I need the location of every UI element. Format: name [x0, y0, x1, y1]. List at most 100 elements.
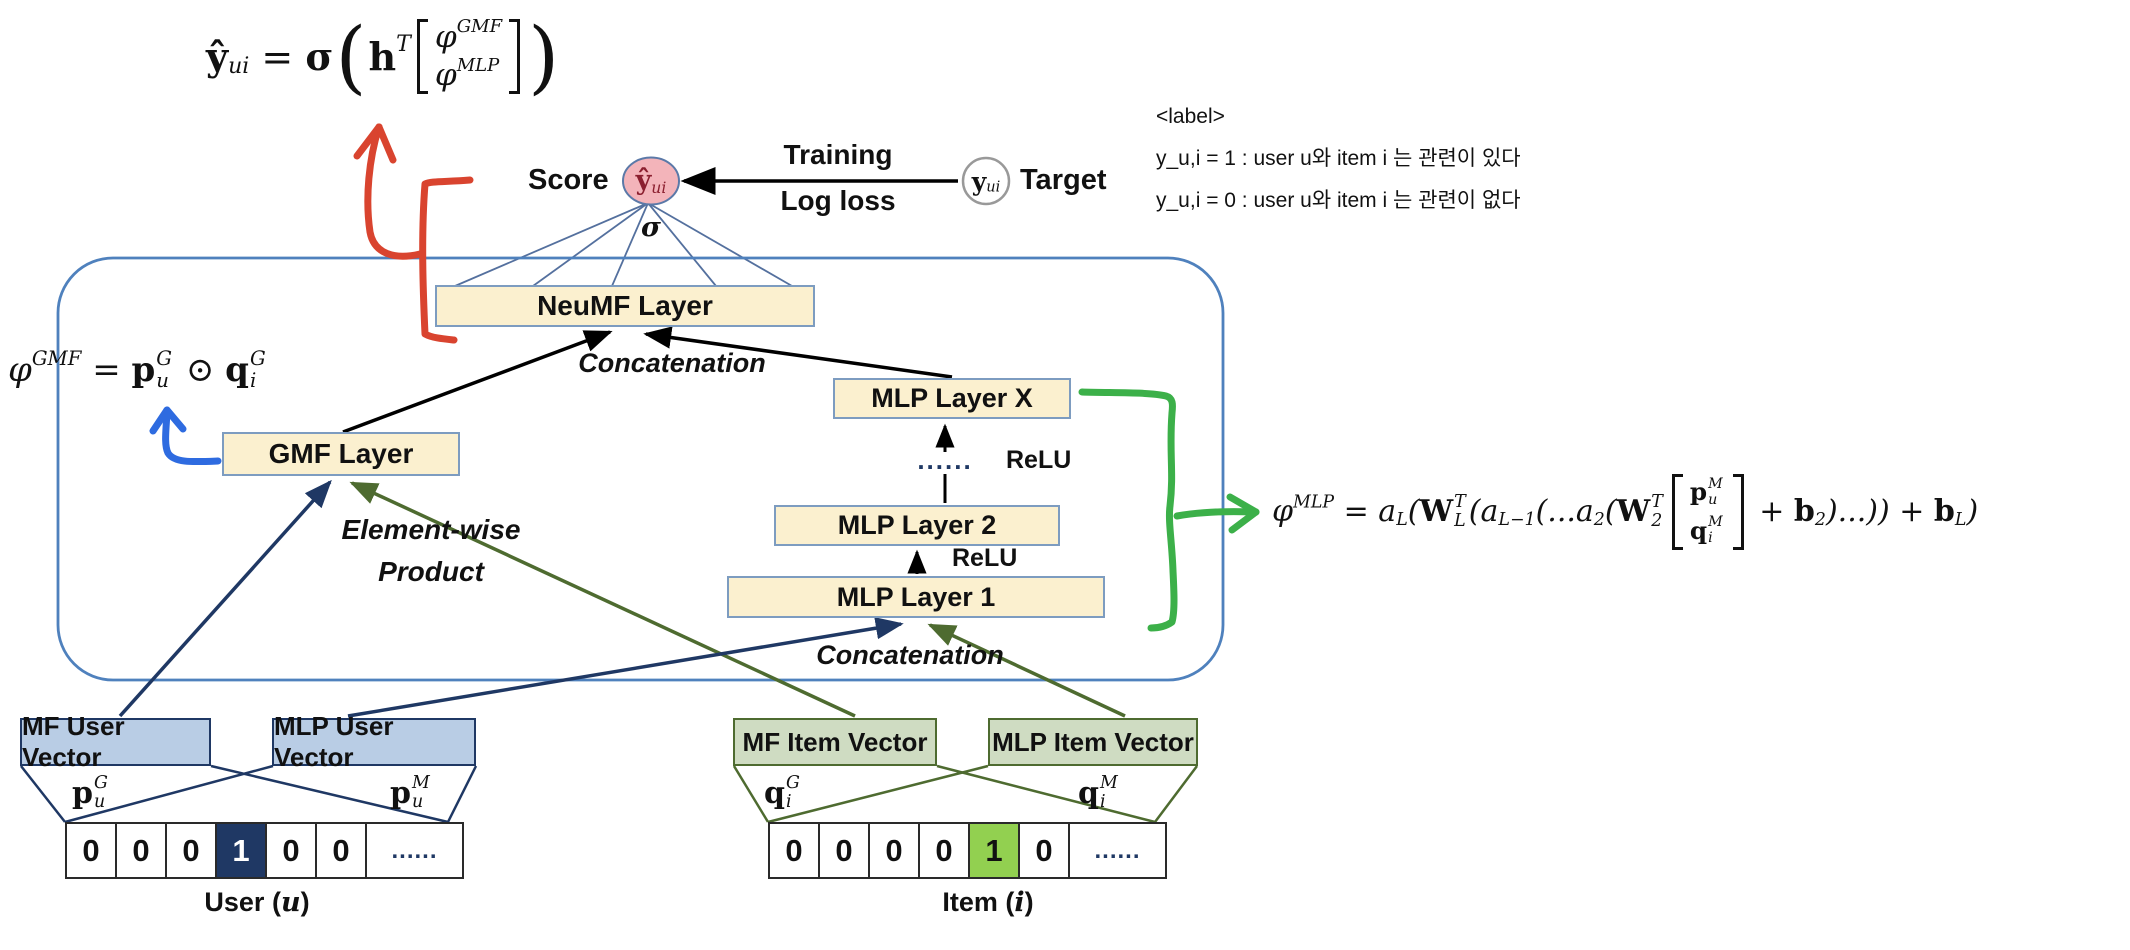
user-caption-var: u: [280, 886, 301, 918]
math-token: [416, 18, 428, 95]
math-token: GMF: [456, 16, 503, 38]
mlp-user-to-mlp1-arrow: [347, 617, 904, 718]
user-caption-post: ): [300, 886, 310, 917]
mlp-dots-label: ......: [917, 444, 973, 475]
vector-cell: 0: [920, 824, 970, 877]
green-handdrawn-bracket-arrow: [1078, 388, 1260, 632]
vector-cell: 0: [67, 824, 117, 877]
mlp-layer-1-box: MLP Layer 1: [727, 576, 1105, 618]
math-token: ⊙: [175, 349, 226, 390]
korean-note-line1: y_u,i = 1 : user u와 item i 는 관련이 있다: [1156, 147, 1521, 170]
math-token: ŷ: [635, 164, 652, 196]
user-embedding-funnels: [20, 764, 478, 824]
math-token: i: [1708, 530, 1713, 547]
math-token: i: [785, 792, 792, 813]
math-token: G: [249, 347, 266, 370]
math-token: σ: [305, 34, 334, 79]
vector-cell: 1: [217, 824, 267, 877]
math-token: i: [249, 368, 257, 392]
vector-cell: 0: [317, 824, 367, 877]
math-token: i: [1099, 792, 1106, 813]
vector-cell: 0: [117, 824, 167, 877]
vector-cell: 0: [267, 824, 317, 877]
red-handdrawn-arrow-and-bracket: [353, 123, 474, 344]
math-token: (: [1407, 494, 1420, 530]
item-caption-post: ): [1024, 886, 1034, 917]
concatenation-bottom-label: Concatenation: [816, 639, 1004, 670]
math-token: L: [1454, 510, 1466, 531]
math-token: ): [528, 10, 560, 103]
vector-cell: 0: [820, 824, 870, 877]
vector-cell: 0: [770, 824, 820, 877]
math-token: G: [93, 773, 108, 793]
concatenation-top-label: Concatenation: [578, 347, 766, 378]
math-token: u: [411, 792, 424, 813]
math-token: ui: [651, 177, 667, 197]
math-token: y: [971, 166, 987, 196]
math-token: L: [1954, 509, 1967, 530]
user-input-caption: User (u): [157, 886, 357, 918]
mlp-user-vector-box: MLP User Vector: [272, 711, 476, 772]
math-token: T: [1454, 491, 1466, 512]
mlpx-to-neumf-arrow: [643, 326, 953, 379]
neumf-to-score-fan-lines: [454, 202, 793, 287]
mlp-layer-2-box: MLP Layer 2: [774, 505, 1060, 546]
math-token: (: [1604, 494, 1617, 530]
math-token: G: [156, 347, 173, 370]
relu-upper-label: ReLU: [1006, 446, 1072, 474]
mf-user-vector-box: MF User Vector: [20, 711, 211, 772]
relu-lower-label: ReLU: [952, 544, 1018, 572]
math-token: b: [1933, 494, 1955, 530]
item-caption-var: i: [1014, 886, 1025, 918]
log-loss-label: Log loss: [780, 185, 896, 216]
math-token: T: [1651, 491, 1663, 512]
math-token: T: [396, 31, 411, 57]
math-token: φ: [8, 349, 32, 390]
math-token: L: [1396, 509, 1408, 530]
vector-cell: ......: [391, 836, 438, 864]
math-token: q: [1078, 775, 1099, 811]
korean-note-title: <label>: [1156, 105, 1225, 128]
math-token: 2: [1814, 509, 1826, 530]
neumf-layer-box: NeuMF Layer: [435, 285, 815, 327]
model-container-outline: [56, 256, 1225, 682]
math-token: W: [1419, 494, 1454, 530]
score-node-circle: [622, 156, 680, 206]
math-token: ŷ: [206, 34, 229, 79]
user-caption-pre: User (: [204, 886, 281, 917]
math-token: [1671, 474, 1683, 550]
korean-note: <label> y_u,i = 1 : user u와 item i 는 관련이…: [1156, 96, 1521, 222]
math-token: G: [785, 773, 800, 793]
vector-cell: 0: [870, 824, 920, 877]
math-token: u: [1708, 491, 1718, 508]
math-token: MLP: [1293, 492, 1335, 513]
math-token: ui: [986, 179, 1001, 196]
vector-cell: 0: [167, 824, 217, 877]
math-token: p: [390, 775, 411, 811]
item-input-caption: Item ( i ): [888, 886, 1088, 918]
math-token: u: [156, 368, 169, 392]
math-token: =: [81, 349, 132, 390]
vector-cell: ......: [1094, 836, 1141, 864]
math-token: L−1: [1498, 509, 1536, 530]
elementwise-product-label-line2: Product: [378, 556, 484, 587]
mlp-item-vector-box: MLP Item Vector: [988, 718, 1198, 766]
